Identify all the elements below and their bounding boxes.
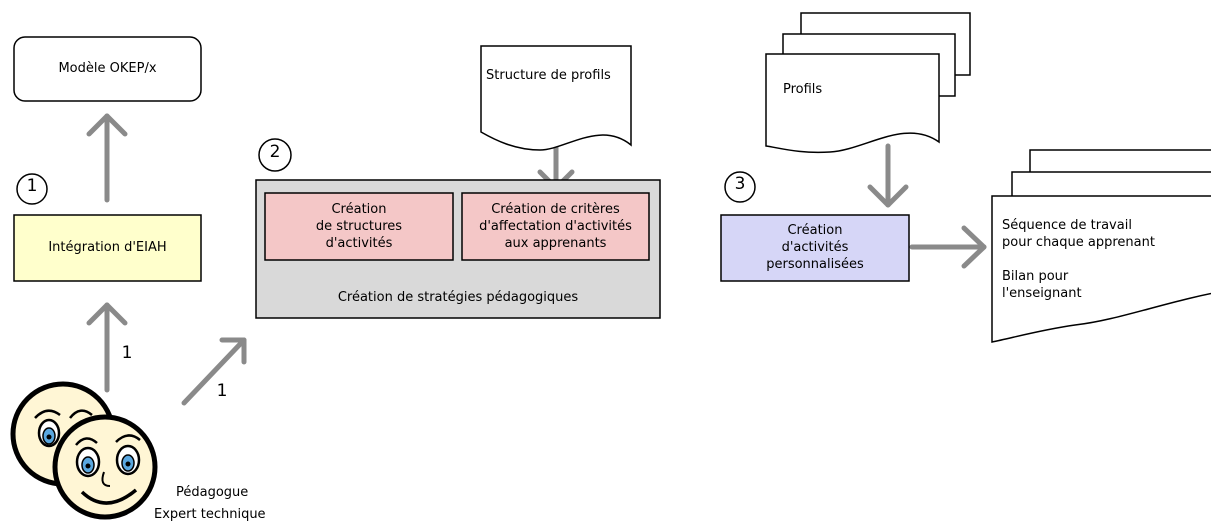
step-3-label: 3 bbox=[734, 174, 746, 194]
step-3-marker bbox=[724, 171, 756, 203]
step-2-marker bbox=[258, 138, 292, 172]
edge-label-to-integration: 1 bbox=[121, 343, 133, 363]
criteria-box bbox=[461, 192, 650, 261]
integration-box bbox=[13, 214, 202, 282]
profile-structure-label: Structure de profils bbox=[486, 68, 611, 83]
profiles-label: Profils bbox=[783, 82, 823, 97]
output-document-stack bbox=[991, 149, 1211, 343]
personalized-label: Création d'activités personnalisées bbox=[766, 223, 864, 272]
strategies-label: Création de stratégies pédagogiques bbox=[337, 290, 579, 305]
actor-face-front bbox=[52, 414, 158, 520]
structures-box bbox=[264, 192, 454, 261]
criteria-label: Création de critères d'affectation d'act… bbox=[479, 202, 632, 251]
arrow-profiles-to-personalized bbox=[867, 143, 909, 208]
integration-label: Intégration d'EIAH bbox=[48, 240, 167, 255]
actor-label-pedagogue: Pédagogue bbox=[176, 485, 249, 500]
step-1-label: 1 bbox=[26, 176, 38, 196]
profiles-document-stack bbox=[765, 12, 971, 154]
model-label: Modèle OKEP/x bbox=[58, 61, 157, 76]
arrow-integration-to-model bbox=[86, 113, 128, 203]
structures-label: Création de structures d'activités bbox=[315, 202, 403, 251]
profile-structure-document bbox=[480, 45, 632, 151]
step-1-marker bbox=[16, 173, 48, 205]
arrows bbox=[86, 113, 987, 406]
personalized-box bbox=[720, 214, 910, 282]
arrow-personalized-to-output bbox=[909, 225, 987, 269]
arrow-actors-to-strategies bbox=[181, 337, 247, 406]
actor-label-expert: Expert technique bbox=[154, 507, 266, 522]
arrow-actors-to-integration bbox=[86, 302, 128, 393]
edge-label-to-strategies: 1 bbox=[216, 381, 228, 401]
model-box bbox=[13, 36, 202, 102]
step-2-label: 2 bbox=[269, 142, 281, 162]
output-document-label: Séquence de travail pour chaque apprenan… bbox=[1002, 218, 1155, 301]
